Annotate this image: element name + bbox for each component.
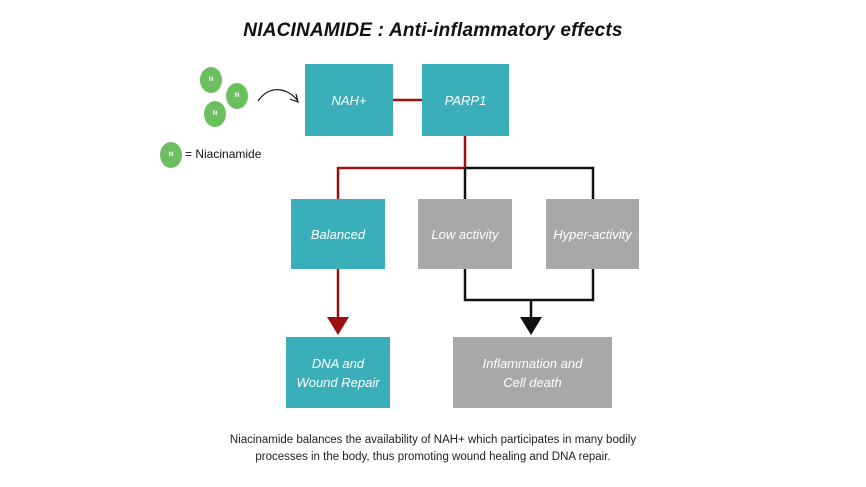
caption-line-1: Niacinamide balances the availability of… xyxy=(229,434,637,446)
parp1-to-grey-line xyxy=(465,166,595,199)
hyper-activity-box: Hyper-activity xyxy=(546,199,639,269)
legend-molecule-icon: N xyxy=(160,142,182,168)
caption-line-2: processes in the body, thus promoting wo… xyxy=(255,451,611,463)
caption: Niacinamide balances the availability of… xyxy=(0,432,866,466)
niacinamide-molecule-icon: N xyxy=(200,67,222,93)
niacinamide-molecule-icon: N xyxy=(226,83,248,109)
dna-wound-repair-box: DNA and Wound Repair xyxy=(286,337,390,408)
low-activity-box: Low activity xyxy=(418,199,512,269)
balanced-box: Balanced xyxy=(291,199,385,269)
parp1-box: PARP1 xyxy=(422,64,509,136)
inflammation-cell-death-box: Inflammation and Cell death xyxy=(453,337,612,408)
grey-merge-line xyxy=(463,269,595,302)
nah-box: NAH+ xyxy=(305,64,393,136)
diagram-title: NIACINAMIDE : Anti-inflammatory effects xyxy=(243,20,623,41)
merge-to-inflammation-arrowhead xyxy=(520,317,542,335)
legend-label: = Niacinamide xyxy=(185,147,262,161)
niacinamide-molecule-icon: N xyxy=(204,101,226,127)
balanced-to-dna-arrowhead xyxy=(327,317,349,335)
molecule-to-nah-arrowhead xyxy=(289,93,299,103)
parp1-to-balanced-line xyxy=(336,136,467,199)
molecule-to-nah-arrow xyxy=(257,89,299,102)
